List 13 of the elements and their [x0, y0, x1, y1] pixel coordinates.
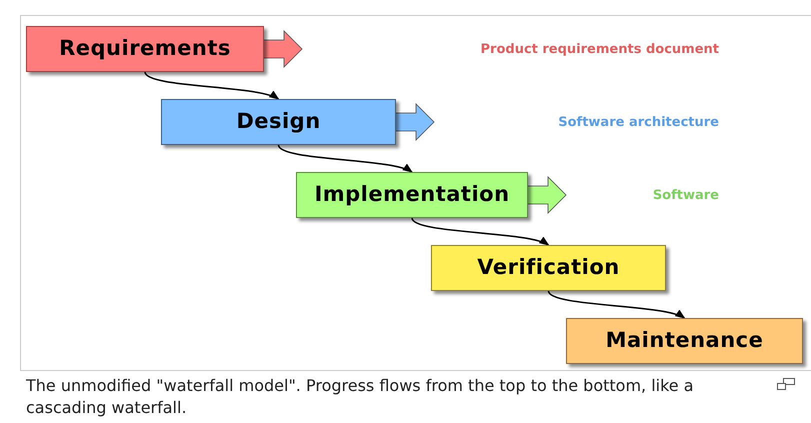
- arrow: [144, 72, 280, 100]
- caption: The unmodified "waterfall model". Progress flows from the top to the bottom, like a cascading waterfall.: [26, 375, 695, 419]
- process-box: Design: [161, 99, 396, 145]
- process-box: Verification: [431, 245, 666, 291]
- process-box: Implementation: [296, 172, 528, 218]
- process-box: Maintenance: [566, 318, 803, 364]
- arrow: [278, 144, 413, 173]
- output-label: Software architecture: [558, 114, 719, 132]
- arrow: [411, 218, 550, 246]
- output-label: Software: [652, 187, 719, 205]
- output-label: Product requirements document: [480, 41, 719, 59]
- process-box: Requirements: [26, 26, 264, 72]
- arrow: [548, 290, 686, 319]
